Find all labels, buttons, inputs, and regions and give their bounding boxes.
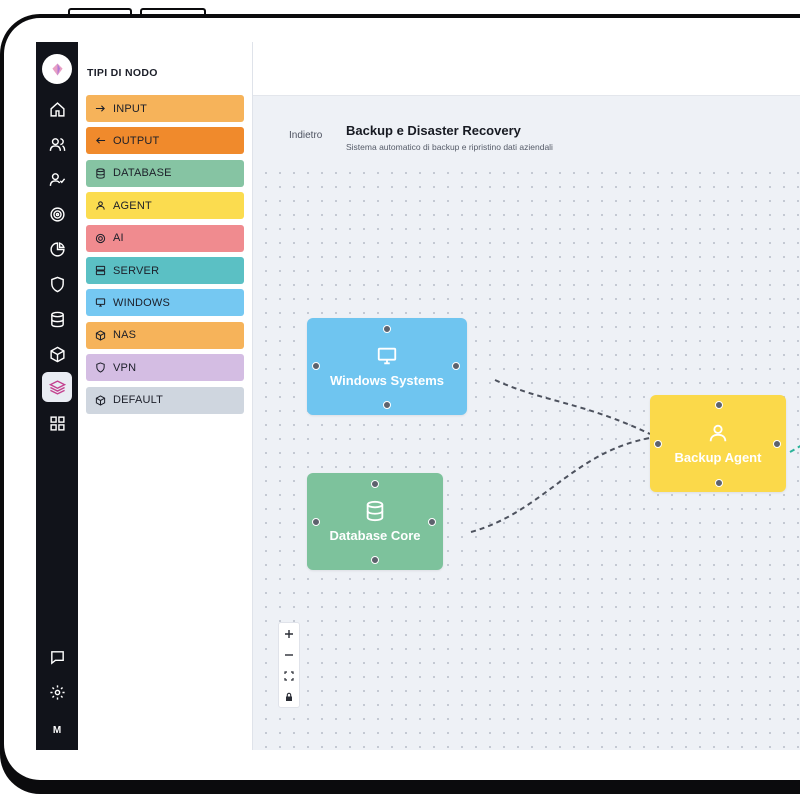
zoom-controls [278, 622, 300, 708]
lock-icon [286, 692, 292, 701]
node-type-label: AI [113, 232, 124, 245]
handle-top[interactable] [371, 480, 379, 488]
arrow-right-icon [94, 103, 106, 114]
fit-view-icon [284, 670, 294, 681]
plus-icon [285, 629, 293, 638]
home-icon [49, 101, 65, 117]
server-icon [94, 265, 106, 276]
node-windows-systems[interactable]: Windows Systems [307, 318, 467, 415]
node-type-ai[interactable]: AI [86, 224, 244, 252]
monitor-icon [377, 347, 397, 365]
node-type-nas[interactable]: NAS [86, 321, 244, 349]
arrow-left-icon [94, 135, 106, 146]
nav-packages[interactable] [42, 339, 72, 369]
shield-icon [50, 276, 64, 292]
nav-user-check[interactable] [42, 164, 72, 194]
app-screen: M TIPI DI NODO INPUT OUTPUT DATABASE AGENT A… [36, 42, 800, 750]
node-type-label: WINDOWS [113, 296, 171, 309]
database-icon [50, 311, 64, 327]
lock-button[interactable] [279, 686, 299, 707]
nav-security[interactable] [42, 269, 72, 299]
handle-left[interactable] [654, 440, 662, 448]
user-icon [94, 200, 106, 211]
back-button[interactable]: Indietro [289, 130, 323, 141]
page-title: Backup e Disaster Recovery [346, 123, 521, 138]
node-type-label: NAS [113, 329, 137, 342]
page-subtitle: Sistema automatico di backup e ripristin… [346, 142, 553, 152]
target-icon [94, 233, 106, 244]
layers-icon [48, 379, 66, 395]
users-icon [49, 137, 65, 151]
node-label: Backup Agent [674, 450, 762, 465]
node-type-label: OUTPUT [113, 134, 160, 147]
nav-messages[interactable] [42, 642, 72, 672]
zoom-out-button[interactable] [279, 644, 299, 665]
user-avatar[interactable]: M [52, 724, 62, 736]
database-icon [94, 168, 106, 179]
handle-left[interactable] [312, 362, 320, 370]
settings-icon [49, 684, 65, 700]
monitor-icon [94, 297, 106, 308]
message-icon [50, 650, 64, 665]
handle-top[interactable] [383, 325, 391, 333]
app-logo[interactable] [42, 54, 72, 84]
nav-target[interactable] [42, 199, 72, 229]
node-type-label: DATABASE [113, 167, 172, 180]
node-type-label: INPUT [113, 102, 147, 115]
node-label: Database Core [329, 528, 421, 543]
node-type-server[interactable]: SERVER [86, 257, 244, 284]
user-icon [709, 424, 727, 442]
node-label: Windows Systems [329, 373, 445, 388]
node-type-windows[interactable]: WINDOWS [86, 289, 244, 317]
handle-bottom[interactable] [383, 401, 391, 409]
node-type-label: AGENT [113, 199, 152, 212]
nav-workflows[interactable] [42, 372, 72, 402]
fit-view-button[interactable] [279, 665, 299, 686]
cube-icon [94, 394, 106, 406]
node-type-palette: TIPI DI NODO INPUT OUTPUT DATABASE AGENT AI S… [78, 42, 253, 750]
node-type-label: SERVER [113, 264, 160, 277]
handle-bottom[interactable] [371, 556, 379, 564]
nav-analytics[interactable] [42, 234, 72, 264]
handle-top[interactable] [715, 401, 723, 409]
node-type-agent[interactable]: AGENT [86, 192, 244, 220]
zoom-in-button[interactable] [279, 623, 299, 644]
minus-icon [285, 653, 293, 656]
handle-left[interactable] [312, 518, 320, 526]
node-backup-agent[interactable]: Backup Agent [650, 395, 786, 492]
nav-database[interactable] [42, 304, 72, 334]
nav-home[interactable] [42, 94, 72, 124]
box-icon [94, 330, 106, 341]
node-type-output[interactable]: OUTPUT [86, 127, 244, 155]
pie-chart-icon [49, 241, 65, 257]
node-type-database[interactable]: DATABASE [86, 159, 244, 187]
handle-right[interactable] [452, 362, 460, 370]
user-check-icon [49, 172, 65, 186]
top-bar [253, 42, 800, 96]
logo-icon [51, 63, 63, 75]
grid-icon [49, 415, 65, 431]
database-icon [366, 500, 384, 522]
node-type-default[interactable]: DEFAULT [86, 386, 244, 414]
shield-icon [94, 362, 106, 373]
node-type-vpn[interactable]: VPN [86, 354, 244, 382]
node-type-input[interactable]: INPUT [86, 95, 244, 122]
icon-rail: M [36, 42, 78, 750]
handle-right[interactable] [773, 440, 781, 448]
box-icon [49, 346, 65, 362]
node-type-label: VPN [113, 361, 137, 374]
device-button [68, 8, 132, 16]
node-type-label: DEFAULT [113, 394, 164, 407]
nav-settings[interactable] [42, 677, 72, 707]
target-icon [49, 206, 65, 222]
handle-right[interactable] [428, 518, 436, 526]
palette-title: TIPI DI NODO [87, 67, 158, 79]
nav-users[interactable] [42, 129, 72, 159]
main-area: Indietro Backup e Disaster Recovery Sist… [253, 42, 800, 750]
handle-bottom[interactable] [715, 479, 723, 487]
node-database-core[interactable]: Database Core [307, 473, 443, 570]
device-button [140, 8, 206, 16]
nav-apps[interactable] [42, 408, 72, 438]
